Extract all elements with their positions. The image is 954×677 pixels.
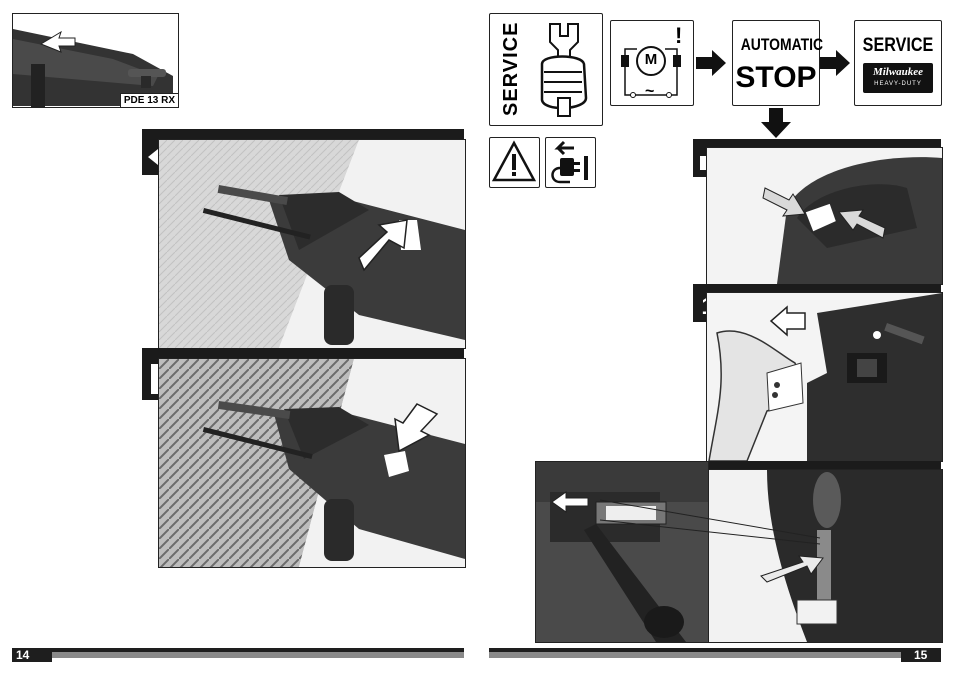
arrow-right-icon (696, 50, 726, 76)
hammer-drilling-photo (158, 139, 466, 349)
step1-header-bar (693, 284, 941, 292)
right-footer-line (489, 648, 901, 652)
milwaukee-logo: Milwaukee HEAVY-DUTY (863, 63, 933, 93)
unplug-box (545, 137, 596, 188)
ac-symbol: ~ (645, 83, 655, 100)
service-box: SERVICE (489, 13, 603, 126)
page-number-left: 14 (16, 648, 30, 662)
right-footer-bar (901, 648, 941, 662)
drill-thumbnail-illustration (13, 14, 178, 107)
warning-box (489, 137, 540, 188)
unplug-icon (551, 140, 588, 184)
model-label: PDE 13 RX (119, 93, 178, 107)
automatic-stop-box: AUTOMATIC STOP (732, 20, 824, 106)
exclamation-mark: ! (675, 23, 683, 48)
drill-mode-header-bar (142, 348, 464, 358)
stop-label: STOP (735, 61, 817, 94)
right-footer-stripe (489, 652, 901, 658)
page-number-right: 15 (914, 648, 928, 662)
motor-box: M ! ~ (610, 20, 694, 106)
hammer-mode-header-bar (142, 129, 464, 139)
left-footer-bar (12, 648, 52, 662)
arrow-right-icon-2 (820, 50, 850, 76)
brand-tagline: HEAVY-DUTY (874, 81, 922, 87)
service-vertical-text: SERVICE (500, 21, 522, 116)
warning-triangle-icon (491, 140, 537, 182)
step2-header-bar (693, 461, 941, 469)
wrench-hand-icon (540, 23, 588, 117)
brush-check-photo (706, 147, 943, 285)
automatic-label: AUTOMATIC (740, 35, 824, 54)
drilling-photo (158, 358, 466, 568)
service-label: SERVICE (862, 35, 934, 56)
motor-circuit-diagram (621, 46, 681, 98)
brand-logo-text: Milwaukee (872, 66, 924, 78)
arrow-down-icon (761, 108, 791, 138)
zoom-inset-photo (535, 461, 709, 643)
motor-letter: M (644, 51, 658, 68)
left-footer-line (52, 648, 464, 652)
service-milwaukee-box: SERVICE Milwaukee HEAVY-DUTY (854, 20, 942, 106)
left-footer-stripe (52, 652, 464, 658)
step1-photo (706, 292, 943, 462)
model-drill-thumbnail: PDE 13 RX (12, 13, 179, 108)
step2-photo (706, 469, 943, 643)
brush-panel-header-bar (693, 139, 941, 147)
